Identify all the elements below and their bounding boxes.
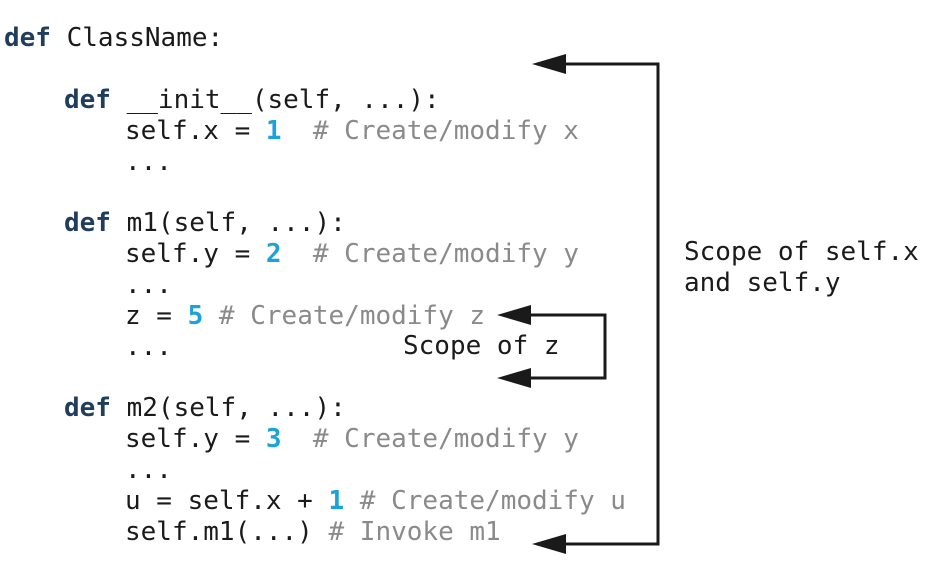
number-literal: 5 [187,301,204,331]
code-text: self.x = [125,116,266,146]
init-line-self-x: self.x = 1 # Create/modify x [125,115,579,147]
def-keyword: def [64,208,111,238]
code-comment: # Invoke m1 [328,517,501,547]
init-def-line: def __init__(self, ...): [64,84,440,116]
code-comment: # Create/modify y [281,424,579,454]
m1-line-ellipsis-2: ... [125,331,172,363]
m1-line-ellipsis-1: ... [125,269,172,301]
m1-def-line: def m1(self, ...): [64,207,346,239]
m1-line-self-y: self.y = 2 # Create/modify y [125,238,579,270]
code-text: self.y = [125,424,266,454]
def-keyword: def [64,393,111,423]
code-text: ... [125,147,172,177]
class-name: ClassName: [66,23,224,53]
arrowhead-bottom-icon [532,534,566,554]
code-comment: # Create/modify u [344,486,626,516]
m2-line-invoke-m1: self.m1(...) # Invoke m1 [125,516,501,548]
class-def-line: def ClassName: [4,22,223,54]
scope-of-self-label-line1: Scope of self.x [684,237,919,267]
code-text: u = self.x + [125,486,329,516]
init-line-ellipsis: ... [125,146,172,178]
code-text: self.m1(...) [125,517,329,547]
arrowhead-top-icon [532,54,566,74]
init-signature: __init__(self, ...): [126,85,440,115]
number-literal: 1 [265,116,282,146]
scope-of-z-label: Scope of z [403,331,560,361]
number-literal: 1 [328,486,345,516]
code-text: self.y = [125,239,266,269]
code-text: ... [125,270,172,300]
m1-signature: m1(self, ...): [126,208,346,238]
scope-of-self-label-line2: and self.y [684,268,841,298]
code-text: z = [125,301,188,331]
number-literal: 2 [265,239,282,269]
arrowhead-z-top-icon [497,305,531,325]
number-literal: 3 [265,424,282,454]
m2-line-self-y: self.y = 3 # Create/modify y [125,423,579,455]
m2-signature: m2(self, ...): [126,393,346,423]
m1-line-z: z = 5 # Create/modify z [125,300,485,332]
code-comment: # Create/modify z [203,301,486,331]
scope-z-bracket-line [525,313,607,380]
m2-line-u: u = self.x + 1 # Create/modify u [125,485,626,517]
scope-self-bracket [532,54,660,554]
m2-line-ellipsis: ... [125,454,172,486]
code-text: ... [125,332,172,362]
arrowhead-z-bottom-icon [497,368,531,388]
scope-z-bracket [497,305,607,388]
m2-def-line: def m2(self, ...): [64,392,346,424]
def-keyword: def [64,85,111,115]
code-text: ... [125,455,172,485]
scope-self-bracket-line [560,62,660,546]
code-comment: # Create/modify y [281,239,579,269]
code-comment: # Create/modify x [281,116,579,146]
def-keyword: def [4,23,51,53]
